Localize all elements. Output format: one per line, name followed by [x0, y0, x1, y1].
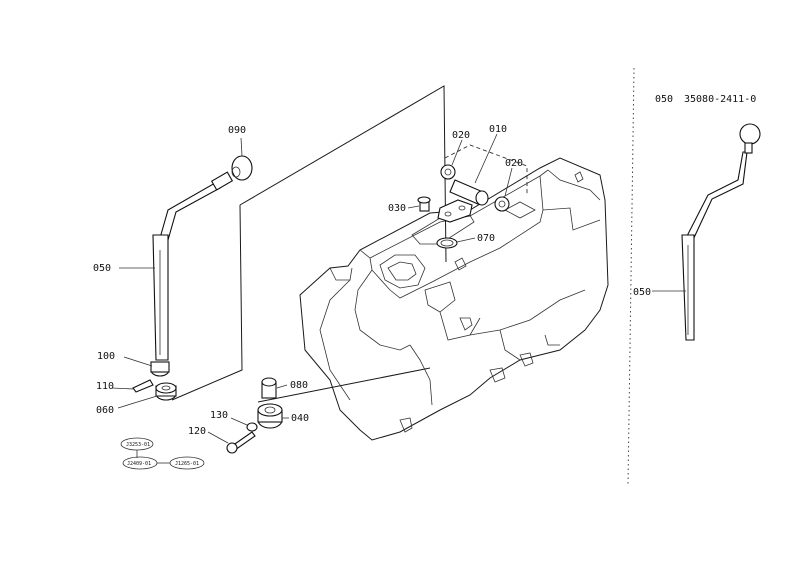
bushing-020-left — [440, 164, 456, 180]
label-050-left: 050 — [93, 263, 111, 274]
boss-080 — [261, 377, 277, 399]
stamp-2: J2409-01 — [127, 461, 151, 467]
leader-box-side — [171, 204, 243, 401]
header-ref: 050 — [655, 94, 673, 105]
label-030: 030 — [388, 203, 406, 214]
label-120: 120 — [188, 426, 206, 437]
stamp-group: J3253-01 J2409-01 J1265-01 — [120, 437, 205, 470]
label-040: 040 — [291, 413, 309, 424]
pin-110 — [132, 379, 154, 393]
oring-070 — [436, 237, 458, 249]
label-110: 110 — [96, 381, 114, 392]
label-090: 090 — [228, 125, 246, 136]
leader-cable — [257, 367, 431, 403]
label-020-left: 020 — [452, 130, 470, 141]
lever-collar-100 — [150, 361, 170, 377]
bolt-120 — [226, 431, 256, 454]
label-130: 130 — [210, 410, 228, 421]
transmission-housing — [299, 157, 609, 441]
section-divider — [627, 67, 635, 486]
label-080: 080 — [290, 380, 308, 391]
bolt-030 — [417, 196, 431, 212]
label-020-right: 020 — [505, 158, 523, 169]
stamp-1: J3253-01 — [126, 442, 150, 448]
shift-lever-right — [681, 123, 761, 341]
header-part-number: 35080-2411-0 — [684, 94, 756, 105]
collar-060-lower — [155, 382, 177, 401]
label-050-right: 050 — [633, 287, 651, 298]
lever-plate — [437, 199, 473, 223]
label-060-lower: 060 — [96, 405, 114, 416]
label-leaders — [111, 133, 686, 444]
label-010: 010 — [489, 124, 507, 135]
sleeve-010 — [449, 179, 489, 206]
bushing-020-right — [494, 196, 510, 212]
label-070: 070 — [477, 233, 495, 244]
joint-040 — [257, 403, 283, 429]
stamp-3: J1265-01 — [175, 461, 199, 467]
leader-box — [239, 85, 447, 263]
shift-lever-left — [152, 155, 253, 361]
label-100: 100 — [97, 351, 115, 362]
washer-130 — [246, 422, 258, 432]
